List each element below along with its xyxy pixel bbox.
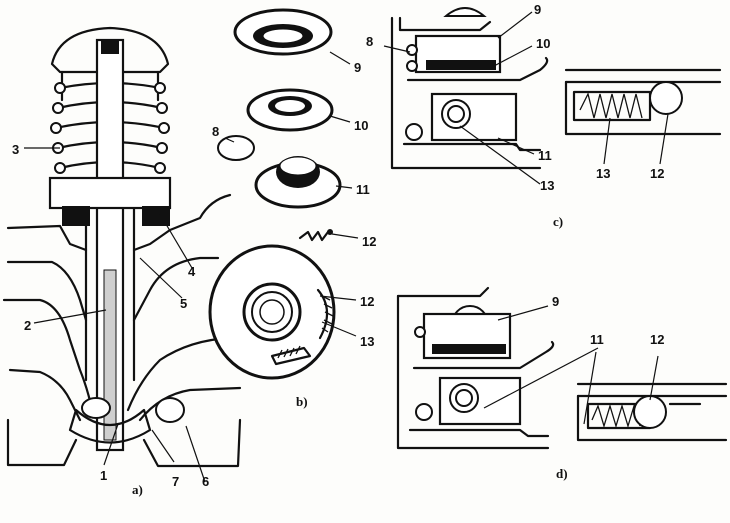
- label-b-12b: 12: [360, 294, 374, 309]
- panel-captions: a) b) c) d): [132, 214, 568, 497]
- label-c-11: 11: [538, 148, 552, 163]
- label-c-9: 9: [534, 2, 541, 17]
- label-c-10: 10: [536, 36, 550, 51]
- label-b-13: 13: [360, 334, 374, 349]
- label-a-1: 1: [100, 468, 107, 483]
- panel-c-detail: [564, 68, 722, 136]
- part-11-seat: [254, 156, 342, 209]
- panel-d-section: [396, 286, 555, 450]
- label-a-7: 7: [172, 474, 179, 489]
- part-9-cap: [233, 8, 333, 56]
- label-b-8: 8: [212, 124, 219, 139]
- panel-d-detail: [576, 382, 728, 442]
- caption-b: b): [296, 394, 308, 409]
- caption-c: c): [553, 214, 563, 229]
- part-labels: 1 2 3 4 5 6 7 8 9 10 11 12 12 13 8 9 10 …: [12, 2, 664, 489]
- label-cr-12: 12: [650, 166, 664, 181]
- panel-c-section: [390, 7, 549, 170]
- label-a-5: 5: [180, 296, 187, 311]
- label-cr-13: 13: [596, 166, 610, 181]
- panel-b-exploded-parts: [208, 8, 342, 380]
- caption-d: d): [556, 466, 568, 481]
- leader-lines: [24, 11, 669, 483]
- part-12-spring: [298, 229, 333, 242]
- part-10-washer: [246, 88, 334, 132]
- label-b-12: 12: [362, 234, 376, 249]
- label-a-3: 3: [12, 142, 19, 157]
- caption-a: a): [132, 482, 143, 497]
- label-b-11: 11: [356, 182, 370, 197]
- label-a-6: 6: [202, 474, 209, 489]
- part-disc-assembly: [208, 244, 336, 380]
- label-c-8: 8: [366, 34, 373, 49]
- label-d-9: 9: [552, 294, 559, 309]
- panel-a-valve-assembly: [2, 26, 242, 468]
- label-a-2: 2: [24, 318, 31, 333]
- part-8-disc: [217, 135, 255, 161]
- valve-spring: [50, 81, 170, 174]
- label-a-4: 4: [188, 264, 196, 279]
- label-d-12: 12: [650, 332, 664, 347]
- label-d-11: 11: [590, 332, 604, 347]
- label-c-13: 13: [540, 178, 554, 193]
- label-b-10: 10: [354, 118, 368, 133]
- label-b-9: 9: [354, 60, 361, 75]
